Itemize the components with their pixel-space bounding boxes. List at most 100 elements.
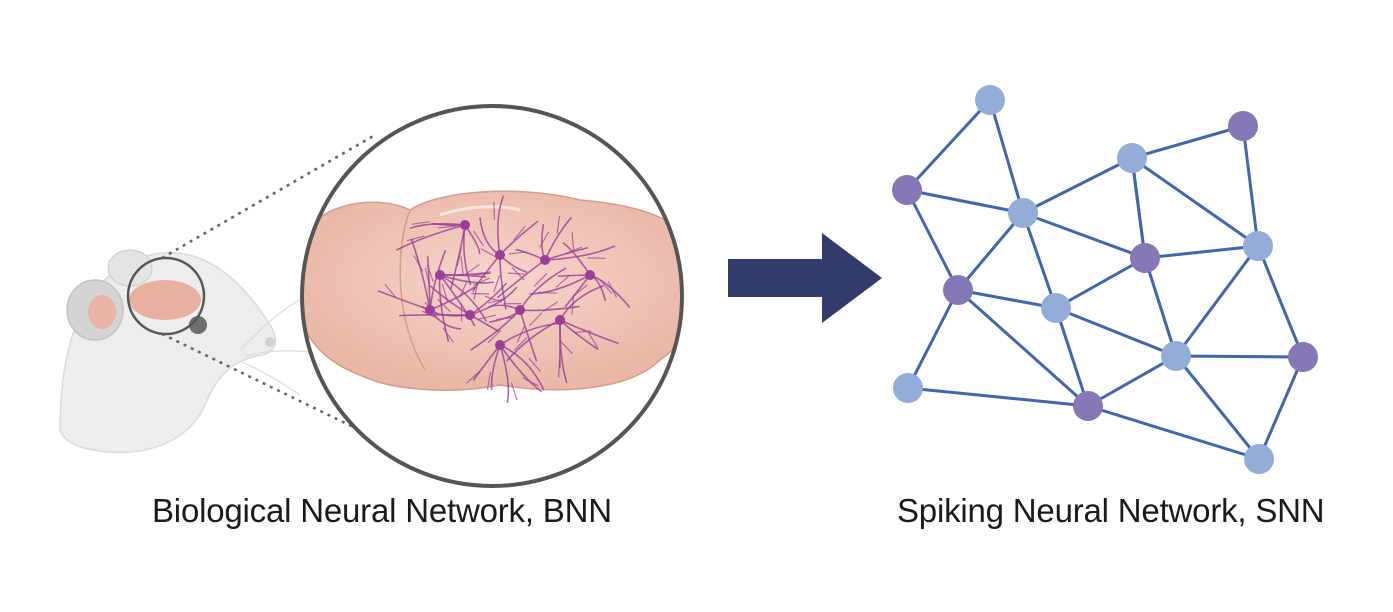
neuron-dendrite [497, 195, 505, 256]
snn-node-dark [1228, 111, 1258, 141]
neuron-branch [472, 272, 491, 276]
neuron-branch [466, 370, 481, 384]
snn-node-light [1244, 444, 1274, 474]
neuron-branch [473, 277, 491, 286]
neuron-branch [607, 281, 618, 298]
snn-edge [1174, 245, 1260, 357]
neuron-dendrite [499, 344, 510, 403]
snn-edge [906, 188, 1024, 215]
snn-edge [1087, 354, 1177, 408]
neuron-dendrite [472, 344, 501, 381]
neuron-branch [513, 337, 528, 351]
snn-edge [1055, 306, 1177, 358]
zoom-lines [161, 133, 381, 442]
snn-edge [1087, 404, 1260, 461]
neuron-branch [473, 281, 479, 300]
snn-node-light [1117, 143, 1147, 173]
snn-edge [1022, 211, 1146, 260]
snn-node-light [1041, 293, 1071, 323]
neuron-soma [585, 270, 595, 280]
snn-edge [1241, 125, 1260, 247]
neuron-branch [484, 295, 503, 303]
neuron-branch [528, 357, 542, 373]
neuron-dendrite [439, 274, 476, 327]
neuron-branch [556, 216, 561, 235]
snn-edge [1256, 245, 1305, 358]
snn-edge [906, 289, 960, 389]
neuron-branch [477, 314, 496, 320]
neuron-dendrite [429, 286, 476, 311]
neuron-branch [442, 327, 454, 343]
neuron-dendrite [544, 245, 616, 261]
neuron-branch [571, 232, 575, 251]
snn-edge [1055, 256, 1146, 310]
snn-edge [1130, 157, 1147, 259]
neuron-dendrite [469, 286, 518, 316]
snn-edge [957, 288, 1057, 310]
snn-edge [1174, 355, 1261, 460]
neuron-branch [559, 340, 573, 355]
snn-edge [1021, 212, 1058, 309]
neuron-branch [538, 291, 557, 294]
small-magnifier-ring [126, 256, 206, 336]
neuron-branch [424, 267, 430, 286]
snn-node-light [1008, 198, 1038, 228]
neuron-branch [384, 283, 397, 299]
neuron-dendrite [439, 274, 488, 322]
neuron-dendrite [499, 322, 563, 346]
neuron-branch [528, 312, 543, 327]
neuron-branch [473, 230, 484, 247]
neuron-soma [495, 250, 505, 260]
snn-node-light [1243, 231, 1273, 261]
neuron-soma [495, 340, 505, 350]
snn-edge [905, 98, 992, 192]
snn-edge [1143, 257, 1178, 357]
neuron-branch [456, 248, 462, 267]
neuron-dendrite [529, 274, 591, 295]
neuron-dendrite [439, 274, 494, 284]
neuron-dendrite [472, 254, 501, 293]
neuron-soma [460, 220, 470, 230]
neuron-branch [573, 284, 588, 297]
neuron-branch [406, 235, 425, 242]
snn-edge [1131, 124, 1244, 160]
snn-edge [1022, 156, 1133, 215]
neuron-dendrite [470, 309, 521, 351]
neuron-branch [555, 274, 570, 288]
neuron-branch [542, 301, 559, 313]
magnified-brain-view [300, 104, 684, 488]
neuron-branch [510, 382, 518, 401]
neuron-branch [464, 263, 480, 276]
snn-graph [892, 85, 1318, 474]
neuron-branch [411, 220, 430, 225]
neuron-branch [513, 225, 526, 241]
transform-arrow [728, 233, 882, 323]
neuron-soma [540, 255, 550, 265]
snn-edge [905, 189, 960, 291]
snn-node-dark [1288, 342, 1318, 372]
bnn-caption: Biological Neural Network, BNN [152, 492, 612, 529]
neuron-branch [495, 316, 514, 321]
snn-edge [956, 212, 1025, 291]
neuron-branch [460, 256, 464, 275]
neuron-dendrite [377, 289, 431, 311]
neuron-branch [441, 283, 449, 302]
snn-edge [1257, 356, 1305, 460]
neuron-dendrite [439, 271, 491, 276]
neuron-branch [588, 332, 599, 349]
neuron-branch [533, 273, 548, 287]
neuron-branch [480, 248, 498, 258]
snn-caption: Spiking Neural Network, SNN [897, 492, 1325, 529]
neuron-branch [571, 296, 575, 315]
neuron-dendrite [399, 314, 471, 317]
snn-node-light [1161, 341, 1191, 371]
snn-edge [988, 99, 1025, 214]
snn-node-dark [943, 275, 973, 305]
neuron-soma [515, 305, 525, 315]
snn-edge [957, 288, 1089, 408]
neuron-branch [459, 280, 468, 298]
neuron-dendrite [396, 224, 466, 251]
neuron-soma [425, 305, 435, 315]
neuron-branch [486, 371, 492, 390]
